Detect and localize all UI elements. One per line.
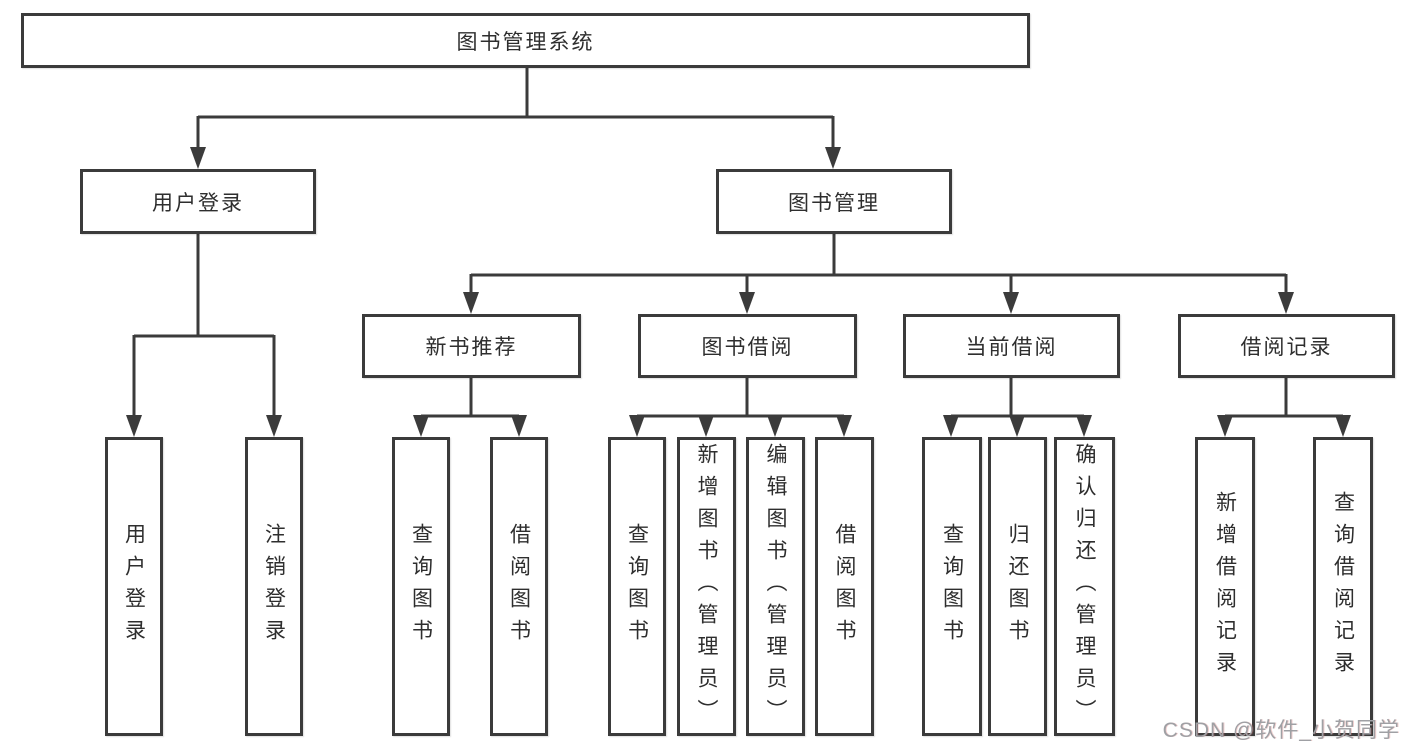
node-label: 图书管理 <box>788 191 880 215</box>
node-label: 查询图书 <box>940 522 964 651</box>
arrow-down-icon <box>629 415 645 437</box>
node-label: 图书借阅 <box>701 336 794 359</box>
leaf-br-add-record: 新增借阅记录 <box>1195 437 1255 736</box>
node-label: 借阅图书 <box>507 522 531 651</box>
node-label: 借阅图书 <box>833 522 857 651</box>
node-label: 查询图书 <box>625 522 649 651</box>
arrow-down-icon <box>1076 415 1092 437</box>
new-book-recommend-connectors <box>413 378 527 437</box>
book-management-connectors <box>463 234 1294 314</box>
borrow-records-connectors <box>1217 378 1351 437</box>
node-label: 新增借阅记录 <box>1213 490 1237 683</box>
node-book-management: 图书管理 <box>716 169 952 234</box>
node-current-borrow: 当前借阅 <box>903 314 1120 378</box>
arrow-down-icon <box>413 415 429 437</box>
arrow-down-icon <box>1003 292 1019 314</box>
node-label: 确认归还（管理员） <box>1073 442 1097 731</box>
leaf-bb-add-books-admin: 新增图书（管理员） <box>677 437 736 736</box>
node-label: 归还图书 <box>1006 522 1030 651</box>
leaf-cb-return-books: 归还图书 <box>988 437 1047 736</box>
node-new-book-recommend: 新书推荐 <box>362 314 581 378</box>
arrow-down-icon <box>266 415 282 437</box>
node-label: 注销登录 <box>262 522 286 651</box>
leaf-logout: 注销登录 <box>245 437 303 736</box>
csdn-watermark: CSDN @软件_小贺同学 <box>1162 719 1400 742</box>
current-borrow-connectors <box>943 378 1092 437</box>
arrow-down-icon <box>825 147 841 169</box>
node-label: 借阅记录 <box>1240 336 1333 359</box>
node-book-borrow: 图书借阅 <box>638 314 857 378</box>
arrow-down-icon <box>836 415 852 437</box>
arrow-down-icon <box>126 415 142 437</box>
leaf-bb-query-books: 查询图书 <box>608 437 666 736</box>
node-label: 查询图书 <box>409 522 433 651</box>
arrow-down-icon <box>1217 415 1233 437</box>
node-label: 当前借阅 <box>965 336 1058 359</box>
arrow-down-icon <box>698 415 714 437</box>
node-label: 图书管理系统 <box>456 30 595 54</box>
arrow-down-icon <box>943 415 959 437</box>
node-label: 新书推荐 <box>425 336 518 359</box>
leaf-br-query-record: 查询借阅记录 <box>1313 437 1373 736</box>
arrow-down-icon <box>767 415 783 437</box>
leaf-nbr-borrow-books: 借阅图书 <box>490 437 548 736</box>
root-connectors <box>190 68 841 169</box>
leaf-cb-confirm-return-admin: 确认归还（管理员） <box>1054 437 1115 736</box>
node-user-login: 用户登录 <box>80 169 316 234</box>
arrow-down-icon <box>190 147 206 169</box>
leaf-nbr-query-books: 查询图书 <box>392 437 450 736</box>
arrow-down-icon <box>511 415 527 437</box>
arrow-down-icon <box>1009 415 1025 437</box>
arrow-down-icon <box>1278 292 1294 314</box>
arrow-down-icon <box>1335 415 1351 437</box>
node-borrow-records: 借阅记录 <box>1178 314 1395 378</box>
leaf-user-login: 用户登录 <box>105 437 163 736</box>
user-login-connectors <box>126 234 282 437</box>
node-label: 用户登录 <box>152 191 244 215</box>
arrow-down-icon <box>739 292 755 314</box>
leaf-cb-query-books: 查询图书 <box>922 437 982 736</box>
leaf-bb-borrow-books: 借阅图书 <box>815 437 874 736</box>
arrow-down-icon <box>463 292 479 314</box>
node-label: 编辑图书（管理员） <box>764 442 788 731</box>
leaf-bb-edit-books-admin: 编辑图书（管理员） <box>746 437 805 736</box>
node-label: 用户登录 <box>122 522 146 651</box>
node-label: 新增图书（管理员） <box>695 442 719 731</box>
node-library-management-system: 图书管理系统 <box>21 13 1030 68</box>
book-borrow-connectors <box>629 378 852 437</box>
node-label: 查询借阅记录 <box>1331 490 1355 683</box>
